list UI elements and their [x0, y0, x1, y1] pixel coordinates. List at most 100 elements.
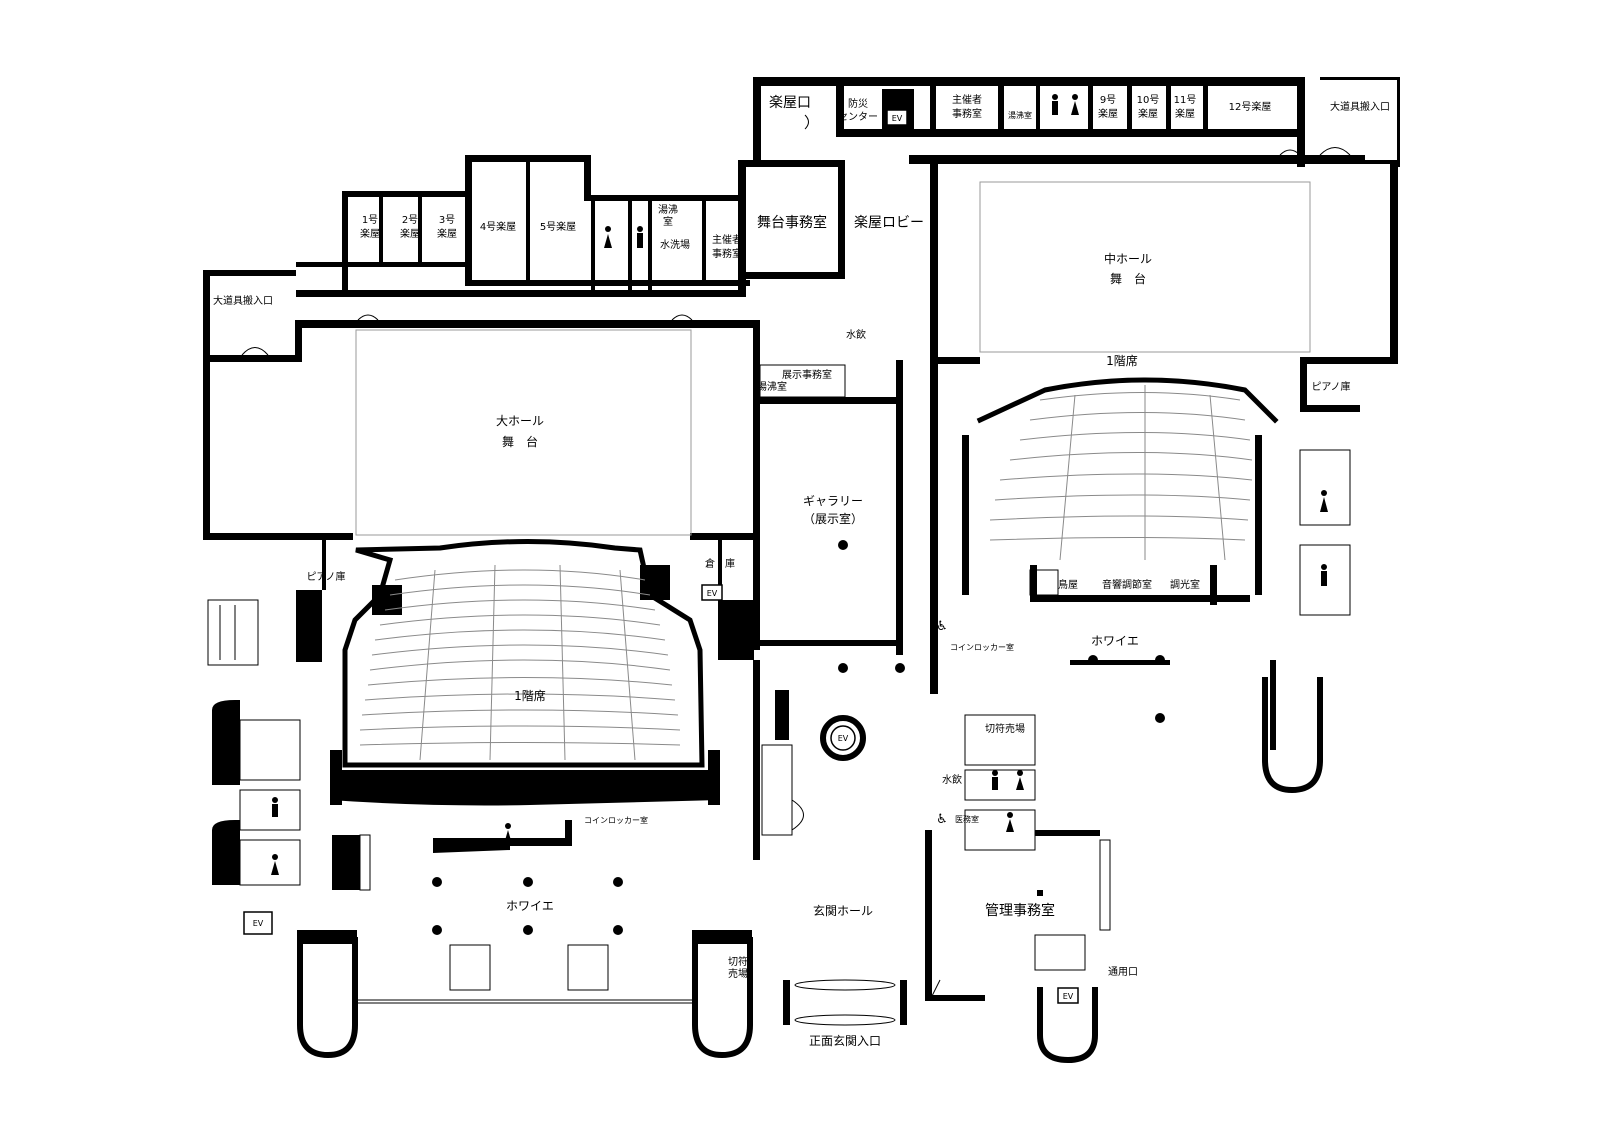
label-coin-locker-right: コインロッカー室	[950, 642, 1014, 652]
label-bousai-center-2: センター	[838, 111, 878, 123]
label-gakuya-9-1: 9号	[1100, 94, 1116, 106]
elevator-icon: EV	[886, 109, 908, 126]
label-gakuya-1-1: 1号	[362, 214, 378, 226]
elevator-icon: EV	[243, 911, 273, 935]
svg-text:EV: EV	[707, 589, 718, 598]
restroom-icon	[1006, 812, 1014, 832]
restroom-icon	[1320, 490, 1328, 512]
label-dai-hall-2: 舞 台	[502, 434, 538, 449]
label-dai-1f: 1階席	[514, 688, 546, 703]
label-toriya: 鳥屋	[1058, 578, 1078, 591]
label-gakuya-11-2: 楽屋	[1175, 107, 1195, 120]
wheelchair-icon: ♿	[936, 812, 948, 827]
doors	[241, 114, 1351, 1001]
accessible-icons: ♿ ♿ ♿	[739, 619, 948, 827]
label-shusaisha-top-2: 事務室	[952, 107, 982, 120]
label-gakuya-3-2: 楽屋	[437, 227, 457, 240]
gallery-block	[759, 360, 905, 673]
restroom-icon	[272, 797, 278, 817]
label-genkan-hall: 玄関ホール	[813, 903, 873, 918]
label-dai-hall-1: 大ホール	[496, 414, 544, 428]
label-shusaisha-mid-1: 主催者	[712, 233, 742, 246]
restroom-icon	[1016, 770, 1024, 790]
label-tenji-jimushitsu: 展示事務室	[782, 368, 832, 381]
svg-text:EV: EV	[838, 734, 849, 743]
label-shomen-genkan: 正面玄関入口	[809, 1033, 881, 1048]
restroom-icon	[1071, 94, 1079, 115]
label-shusaisha-mid-2: 事務室	[712, 247, 742, 260]
label-gakuya-1-2: 楽屋	[360, 227, 380, 240]
label-gakuya-10-2: 楽屋	[1138, 107, 1158, 120]
restroom-icon	[504, 823, 512, 844]
label-kippu-left-2: 売場	[728, 967, 748, 980]
svg-text:EV: EV	[1063, 992, 1074, 1001]
svg-text:EV: EV	[892, 114, 903, 123]
label-gakuya-9-2: 楽屋	[1098, 107, 1118, 120]
label-oodougu-left: 大道具搬入口	[213, 294, 273, 307]
grand-hall-seating	[359, 564, 681, 761]
label-oodougu-right: 大道具搬入口	[1330, 100, 1390, 113]
elevator-icon: EV	[701, 584, 723, 601]
svg-text:EV: EV	[253, 919, 264, 928]
label-choukou: 調光室	[1170, 578, 1200, 591]
middle-hall	[930, 164, 1398, 794]
label-piano-right: ピアノ庫	[1311, 380, 1350, 393]
label-gakuya-11-1: 11号	[1174, 94, 1197, 106]
label-mizunomi-mid: 水飲	[942, 773, 962, 786]
backstage-west-rooms	[296, 155, 845, 297]
label-butai-jimushitsu: 舞台事務室	[757, 214, 827, 231]
label-yuwakashi-mid-1: 湯沸	[658, 203, 678, 216]
label-gakuya-3-1: 3号	[439, 214, 455, 226]
label-kanri-jimushitsu: 管理事務室	[985, 902, 1055, 919]
room-labels: 楽屋口 防災 センター 主催者 事務室 湯沸室 9号 楽屋 10号 楽屋 11号…	[213, 93, 1390, 1048]
label-gakuya-2-2: 楽屋	[400, 227, 420, 240]
label-gallery-2: （展示室）	[803, 511, 863, 526]
label-coin-locker-left: コインロッカー室	[584, 815, 648, 825]
label-souko: 倉 庫	[705, 557, 735, 570]
label-kyugo: 医務室	[955, 814, 979, 824]
grand-hall	[203, 270, 760, 853]
label-bousai-center-1: 防災	[848, 97, 868, 110]
label-mizuaraiba: 水洗場	[660, 238, 690, 251]
label-foyer-left: ホワイエ	[506, 899, 554, 913]
label-gakuya-10-1: 10号	[1137, 94, 1160, 106]
west-service-blocks	[207, 599, 753, 1059]
restroom-icon	[637, 226, 643, 248]
label-piano-left: ピアノ庫	[306, 570, 345, 583]
restroom-icon	[1052, 94, 1058, 115]
label-gakuya-4: 4号楽屋	[480, 220, 516, 233]
grand-foyer-columns	[432, 877, 623, 991]
label-gakuya-lobby: 楽屋ロビー	[854, 215, 924, 231]
label-yuwakashi-gallery: 湯沸室	[757, 380, 787, 393]
label-yuwakashi-top: 湯沸室	[1008, 110, 1032, 120]
label-gakuya-12: 12号楽屋	[1229, 100, 1272, 113]
elevator-icon: EV	[1057, 987, 1079, 1004]
middle-hall-seating	[989, 385, 1253, 561]
label-kippu-left-1: 切符	[728, 955, 748, 968]
restroom-icon	[604, 226, 612, 248]
label-naka-hall-1: 中ホール	[1104, 251, 1152, 266]
elevator-icons: EV EV EV EV EV	[243, 109, 1079, 1004]
label-naka-1f: 1階席	[1106, 353, 1138, 368]
label-gakuya-5: 5号楽屋	[540, 220, 576, 233]
wheelchair-icon: ♿	[936, 619, 948, 634]
label-kippu-right: 切符売場	[985, 722, 1025, 735]
restroom-icon	[271, 854, 279, 875]
entrance-admin	[753, 660, 1111, 1064]
label-naka-hall-2: 舞 台	[1110, 271, 1146, 286]
restroom-icons	[271, 94, 1328, 875]
label-gallery-1: ギャラリー	[803, 494, 863, 508]
label-shusaisha-top-1: 主催者	[952, 93, 982, 106]
restroom-icon	[992, 770, 998, 790]
label-tsuyouguchi: 通用口	[1108, 966, 1138, 978]
label-onkyo: 音響調節室	[1102, 578, 1152, 591]
label-gakuya-guchi: 楽屋口	[769, 95, 811, 111]
label-mizunomi-top: 水飲	[846, 328, 866, 341]
label-foyer-right: ホワイエ	[1091, 634, 1139, 648]
elevator-icon: EV	[830, 725, 856, 751]
label-gakuya-2-1: 2号	[402, 214, 418, 226]
label-yuwakashi-mid-2: 室	[663, 215, 673, 228]
wheelchair-icon: ♿	[739, 644, 751, 659]
restroom-icon	[1321, 564, 1327, 586]
